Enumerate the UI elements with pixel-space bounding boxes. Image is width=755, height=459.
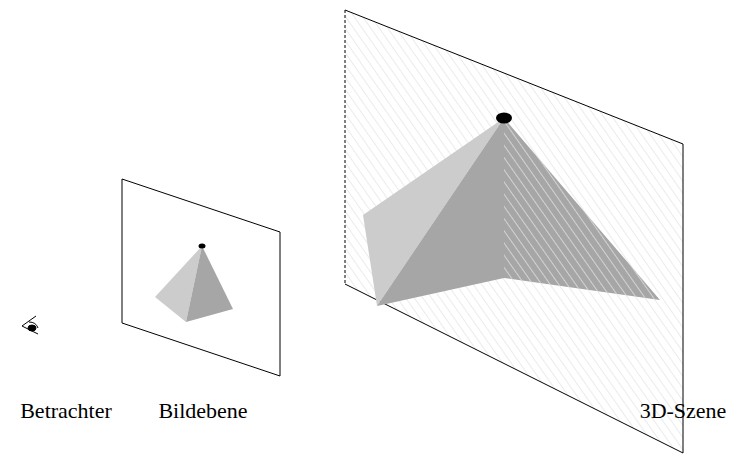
large-pyramid-front [377,118,504,306]
scene-plane-dashed-edge [345,10,346,284]
caption-label: 3D-Szene [640,398,727,424]
image-plane [122,179,280,376]
small-pyramid-right [186,246,233,322]
caption-label: Bildebene [158,398,247,424]
scene-plane-hatch [345,10,683,453]
eye-symbol [22,316,38,334]
caption-label: Betrachter [20,398,112,424]
large-pyramid-left [363,118,504,306]
large-apex [496,113,512,124]
scene-plane [345,10,683,453]
large-pyramid-right-hatch [504,118,660,300]
large-pyramid-right [504,118,660,300]
small-apex [199,244,206,249]
